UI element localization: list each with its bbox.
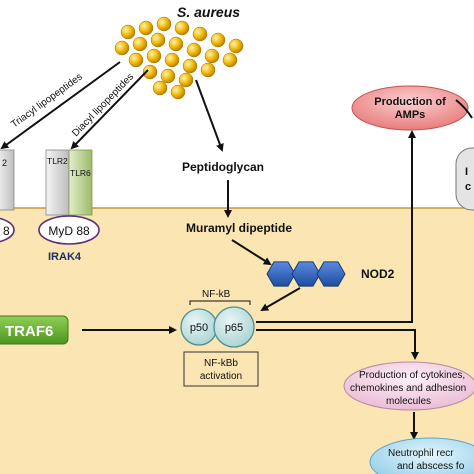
nod2-domain [316, 261, 346, 287]
bacterium-cell [168, 36, 184, 52]
bacterium-cell [178, 72, 194, 88]
p65-label: p65 [225, 322, 243, 334]
muramyl-label: Muramyl dipeptide [186, 221, 292, 235]
nod2-receptor [266, 261, 346, 287]
bacterium-cell [152, 80, 168, 96]
pathogen-label: S. aureus [177, 4, 240, 20]
neutrophil-line2: and abscess fo [397, 461, 465, 472]
nfkb-activation-line1: NF-kBb [204, 358, 238, 369]
p65-subunit [213, 306, 255, 348]
bacterium-cell [170, 84, 186, 100]
bacterium-cell [146, 48, 162, 64]
bacterium-cell [114, 40, 130, 56]
right-partial-line1: I [465, 166, 468, 178]
bacterium-cell [156, 16, 172, 32]
nfkb-label: NF-kB [202, 289, 231, 300]
tlr6-receptor [68, 149, 93, 216]
nfkb-activation-line2: activation [200, 371, 242, 382]
bacterium-cell [182, 58, 198, 74]
bacterium-cell [200, 62, 216, 78]
diacyl-arrow [70, 69, 149, 150]
bacterium-cell [222, 52, 238, 68]
bacterium-cell [192, 26, 208, 42]
tlr2-left-partial [0, 149, 15, 211]
right-partial-node [455, 147, 474, 211]
peptidoglycan-arrow [195, 79, 224, 152]
nod2-label: NOD2 [361, 267, 395, 281]
bacterium-cell [132, 36, 148, 52]
right-partial-line2: c [465, 181, 471, 193]
bacterium-cell [120, 24, 136, 40]
bacterium-cell [160, 68, 176, 84]
cytokines-line2: chemokines and adhesion [350, 383, 466, 394]
tlr6-label: TLR6 [70, 168, 91, 178]
myd88-label: MyD 88 [48, 224, 90, 238]
neutrophil-line1: Neutrophil recr [388, 448, 454, 459]
traf6-label: TRAF6 [5, 323, 53, 340]
bacterium-cell [138, 20, 154, 36]
nod2-domain [266, 261, 296, 287]
myd88-node [38, 215, 100, 245]
mdp-to-nod2-arrow [231, 239, 272, 266]
cytokines-line1: Production of cytokines, [359, 370, 465, 381]
bacterium-cell [174, 20, 190, 36]
cytokines-node [343, 361, 474, 411]
nod2-domain [291, 261, 321, 287]
bacterium-cell [142, 64, 158, 80]
amps-line1: Production of [374, 96, 446, 108]
tlr2-label: TLR2 [47, 156, 68, 166]
triacyl-arrow [0, 61, 121, 150]
peptidoglycan-label: Peptidoglycan [182, 160, 264, 174]
nod2-to-nfkb-arrow [260, 287, 301, 312]
amps-line2: AMPs [395, 109, 426, 121]
bacteria-cluster [114, 16, 244, 100]
nfkb-to-cytokines-arrow [256, 329, 419, 360]
bacterium-cell [186, 42, 202, 58]
bacterium-cell [164, 52, 180, 68]
amps-node [351, 85, 469, 131]
neutrophil-node [369, 437, 474, 474]
p50-label: p50 [190, 322, 208, 334]
tlr2-left-partial-label: 2 [2, 158, 7, 168]
bacterium-cell [128, 52, 144, 68]
nfkb-bracket [189, 300, 251, 305]
irak4-label: IRAK4 [48, 251, 82, 263]
myd88-left-partial-label: 8 [3, 224, 10, 238]
amps-to-right-arrow [455, 99, 473, 119]
bacterium-cell [210, 32, 226, 48]
nfkb-activation-box [183, 351, 259, 387]
myd88-left-partial [0, 217, 15, 243]
cytokines-line3: molecules [386, 396, 431, 407]
traf6-node [0, 315, 69, 345]
bacterium-cell [204, 48, 220, 64]
triacyl-label: Triacyl lipopeptides [9, 71, 84, 130]
bacterium-cell [228, 38, 244, 54]
nfkb-to-amps-arrow [256, 130, 416, 323]
bacterium-cell [150, 32, 166, 48]
